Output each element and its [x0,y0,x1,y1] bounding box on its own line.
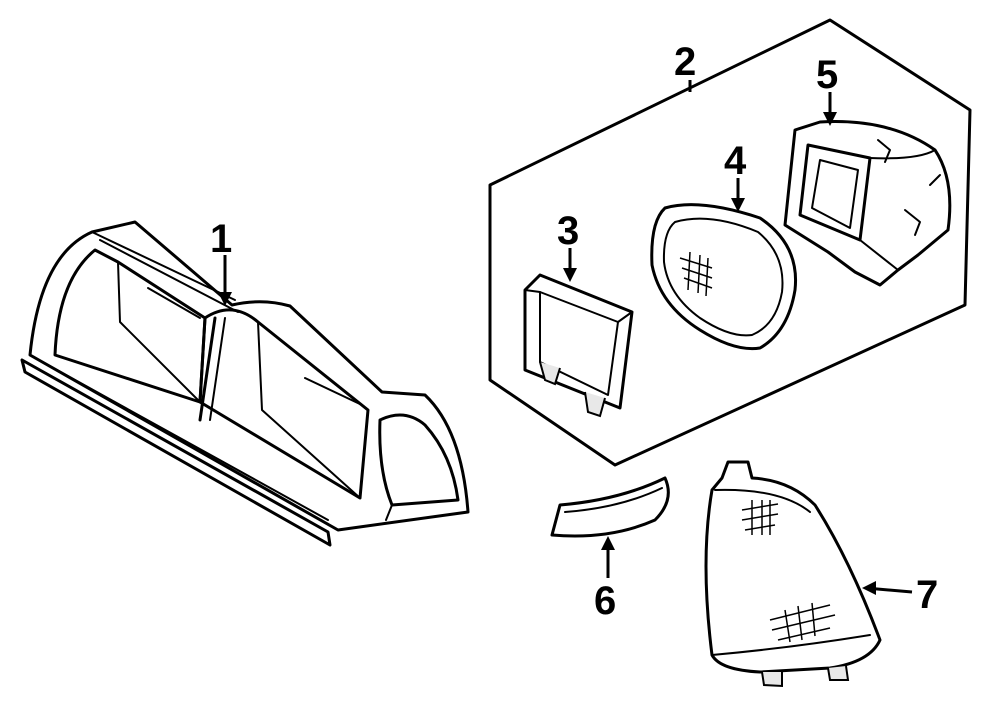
part-3-mounting-ring [523,273,634,418]
leader-arrows [218,80,913,595]
arrowhead-1 [218,292,232,306]
arrowhead-5 [823,112,837,126]
callout-3: 3 [557,209,579,253]
arrowhead-6 [601,536,615,550]
arrowhead-7 [862,581,876,595]
arrowhead-4 [731,198,745,212]
callout-7: 7 [916,573,938,617]
part-1-headlamp-bezel [20,220,470,547]
part-4-sealed-beam-lamp [650,203,798,351]
callout-5: 5 [816,53,838,97]
part-7-park-lamp [704,460,882,688]
part-2-assembly-boundary [488,18,972,467]
part-6-trim-strip [550,476,670,538]
callout-1: 1 [210,217,232,261]
part-5-lamp-housing [783,120,952,287]
callout-2: 2 [674,40,696,84]
callout-4: 4 [724,139,747,183]
callout-6: 6 [594,579,616,623]
arrowhead-3 [563,268,577,282]
